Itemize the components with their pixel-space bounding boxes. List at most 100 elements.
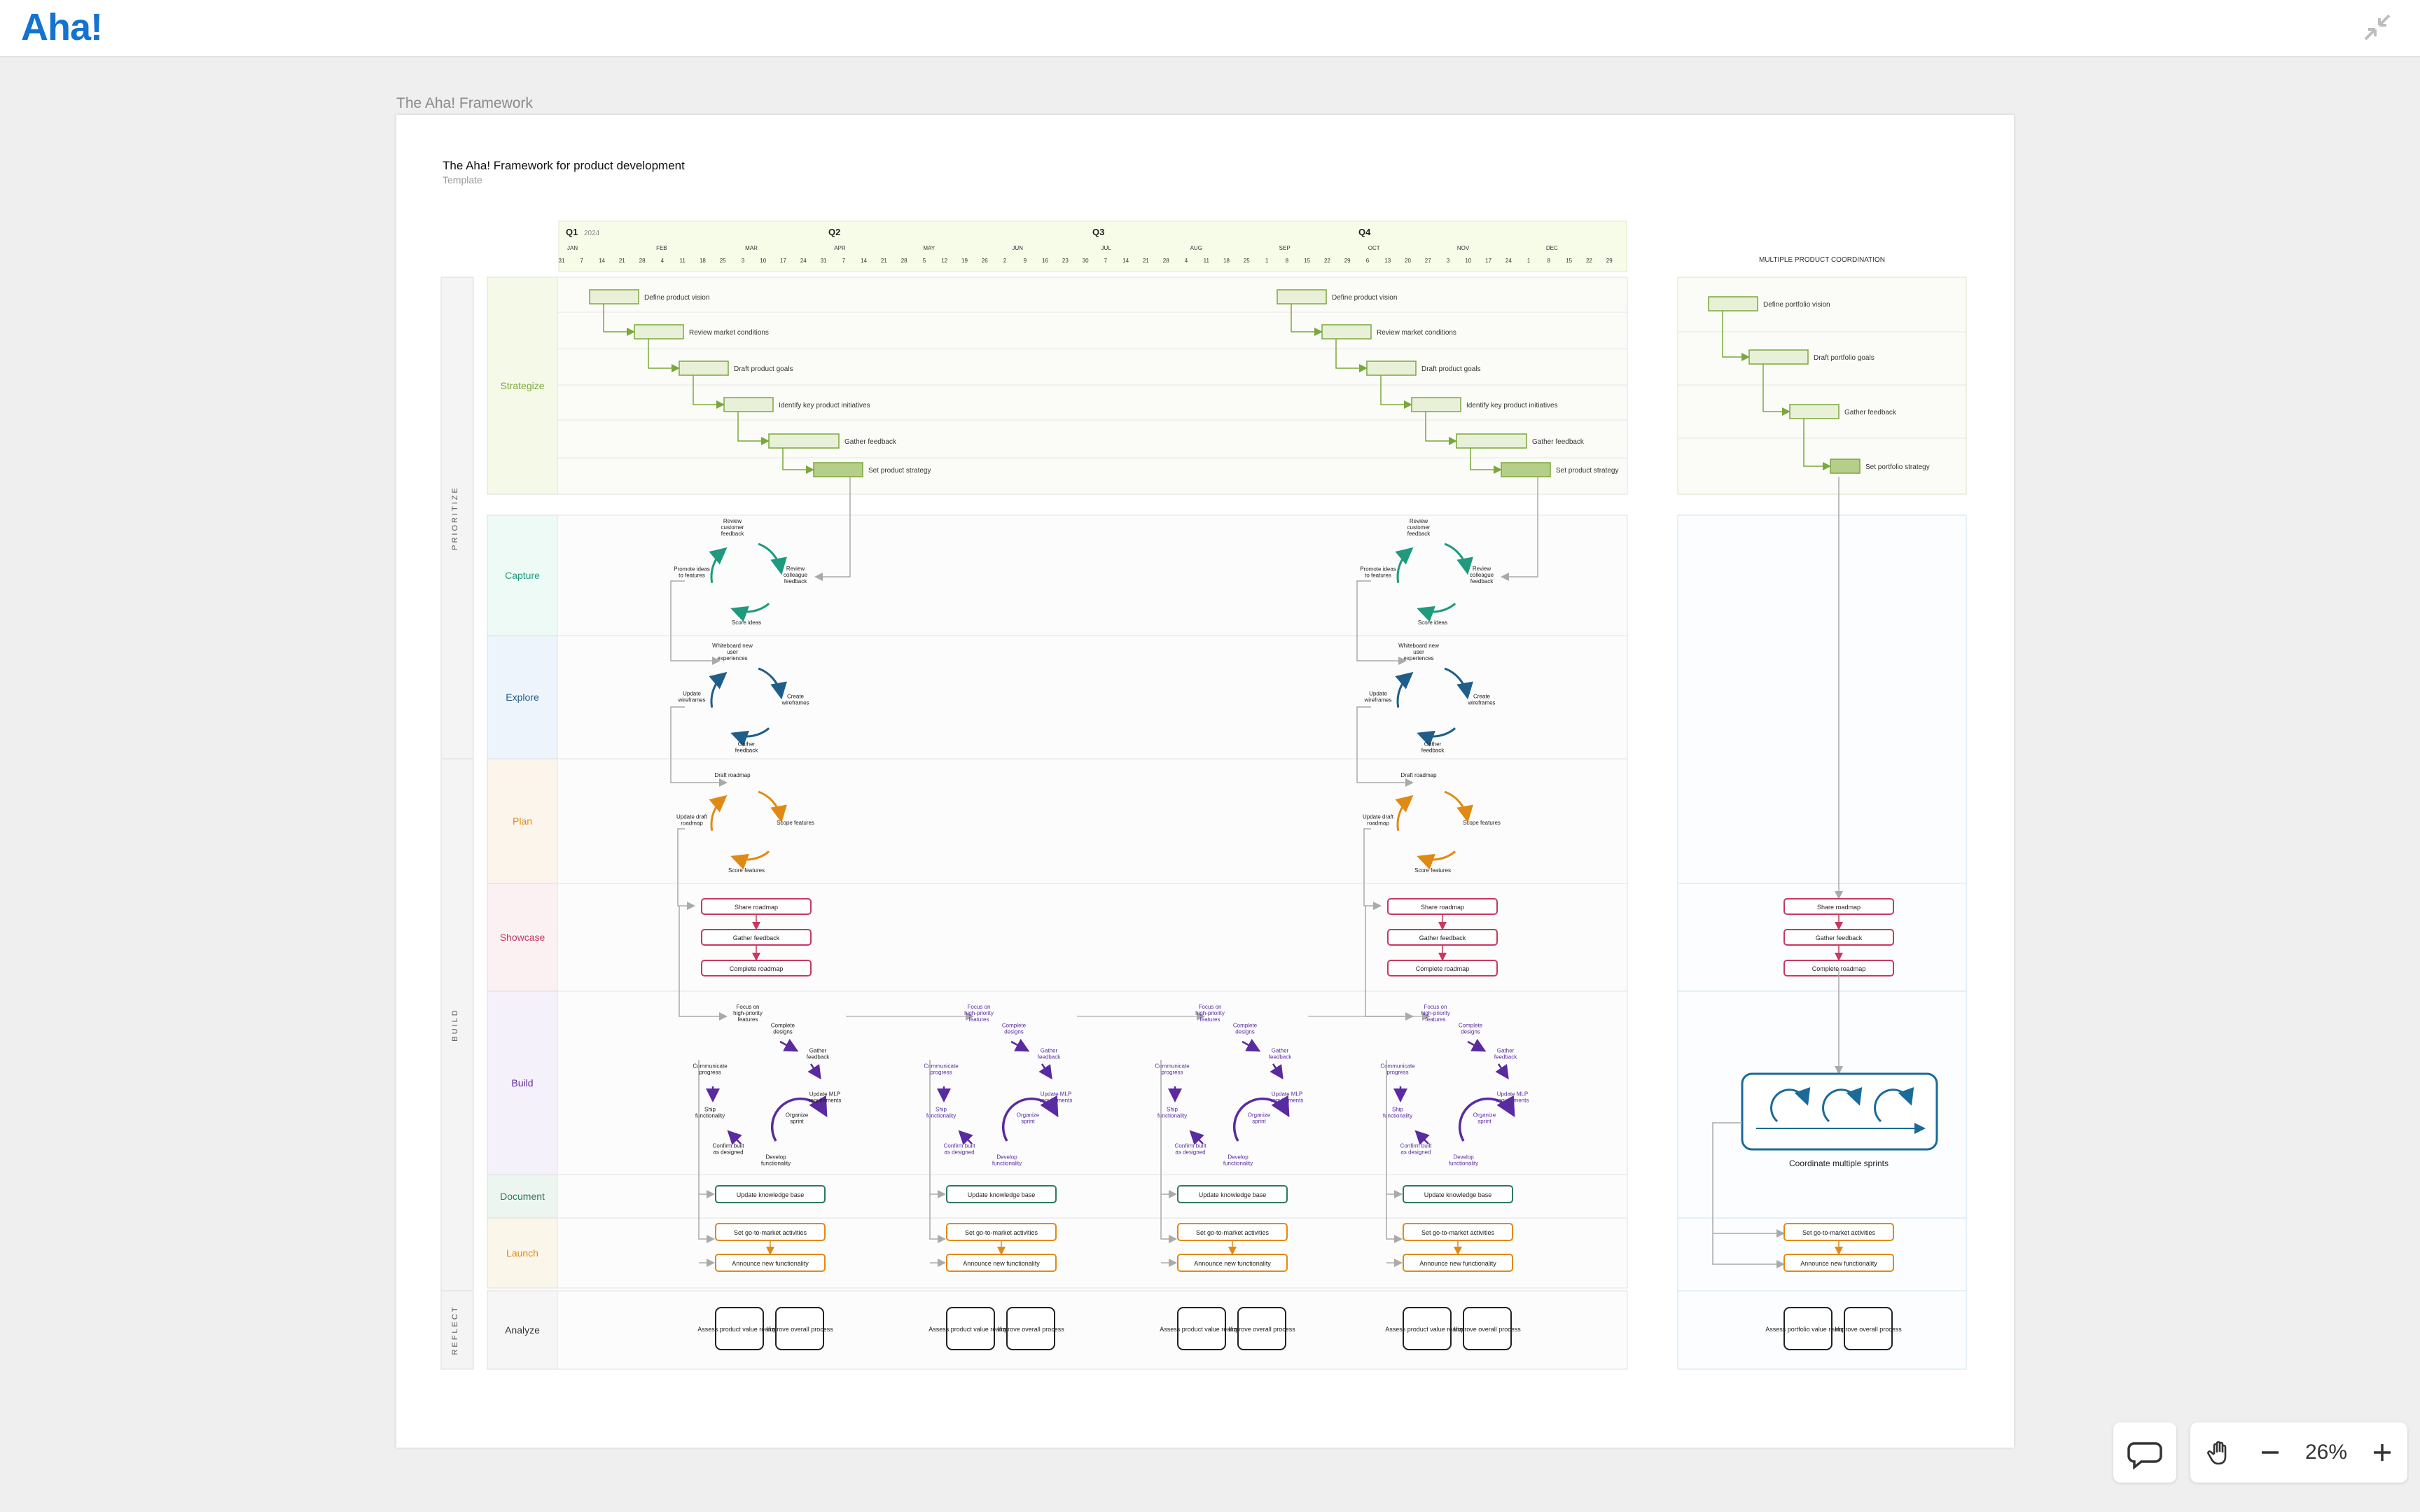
analyze-step-label: Assess product value realized (1385, 1326, 1469, 1333)
month-label: NOV (1457, 245, 1470, 251)
gantt-bar[interactable] (768, 433, 840, 449)
coordinate-sprints-box[interactable] (1741, 1072, 1938, 1151)
row-label: Plan (513, 816, 532, 827)
week-label: 21 (1143, 258, 1149, 264)
document-step[interactable] (1403, 1185, 1513, 1203)
analyze-step[interactable] (1006, 1307, 1055, 1350)
sprint-loop (1232, 1095, 1290, 1142)
document-step[interactable] (946, 1185, 1057, 1203)
multi-analyze-step[interactable] (1783, 1307, 1833, 1350)
build-arrow (1189, 1130, 1204, 1145)
multi-gantt-bar[interactable] (1789, 404, 1840, 419)
row-lane (557, 514, 1628, 636)
week-label: 8 (1286, 258, 1289, 264)
framework-canvas[interactable]: The Aha! Framework for product developme… (396, 115, 2014, 1448)
flow-connector (677, 828, 695, 910)
quarter-label: Q4 (1358, 227, 1371, 237)
month-label: JUL (1101, 245, 1112, 251)
flow-connector (1386, 1060, 1403, 1243)
multi-showcase-step-label: Gather feedback (1816, 934, 1863, 941)
analyze-step[interactable] (1463, 1307, 1512, 1350)
comment-button[interactable] (2113, 1422, 2176, 1483)
document-step[interactable] (1177, 1185, 1288, 1203)
multi-showcase-step-label: Share roadmap (1817, 904, 1861, 911)
capture-cycle-arrow (1444, 542, 1473, 575)
multi-sprint-loop (1874, 1086, 1914, 1123)
showcase-step[interactable] (701, 960, 812, 976)
flow-connector (670, 580, 721, 665)
gantt-bar[interactable] (1277, 289, 1327, 304)
zoom-in-button[interactable] (2361, 1422, 2403, 1483)
gantt-bar[interactable] (1456, 433, 1527, 449)
build-arrow (1467, 1039, 1487, 1052)
month-label: JUN (1012, 245, 1023, 251)
year-label: 2024 (584, 230, 600, 237)
month-label: MAY (923, 245, 935, 251)
week-label: 25 (1244, 258, 1250, 264)
analyze-step[interactable] (1237, 1307, 1286, 1350)
document-step[interactable] (715, 1185, 826, 1203)
plan-cycle-arrow (730, 850, 770, 870)
week-label: 1 (1265, 258, 1269, 264)
explore-cycle-arrow (1444, 667, 1473, 700)
analyze-step[interactable] (1403, 1307, 1452, 1350)
week-label: 14 (861, 258, 867, 264)
gantt-bar[interactable] (679, 360, 729, 376)
build-arrow (1270, 1063, 1284, 1080)
multi-strategize-label: Set portfolio strategy (1865, 463, 1930, 471)
multi-gantt-bar[interactable] (1748, 349, 1809, 365)
multi-strategize-label: Draft portfolio goals (1814, 354, 1875, 362)
multi-analyze-step[interactable] (1844, 1307, 1893, 1350)
zoom-out-button[interactable] (2249, 1422, 2291, 1483)
build-arrow (1414, 1130, 1430, 1145)
row-label: Showcase (500, 932, 545, 943)
quarter-label: Q1 (566, 227, 578, 237)
gantt-bar[interactable] (589, 289, 639, 304)
strategize-step-q4-label: Identify key product initiatives (1466, 402, 1558, 410)
aha-logo[interactable]: Aha! (21, 6, 103, 48)
multi-gantt-bar[interactable] (1830, 458, 1861, 474)
analyze-step-label: Assess product value realized (697, 1326, 781, 1333)
plan-cycle-label: Draft roadmap (1400, 772, 1437, 778)
analyze-step[interactable] (775, 1307, 824, 1350)
flow-connector (1363, 828, 1382, 910)
gantt-bar[interactable] (1321, 324, 1372, 340)
plan-cycle-label: Score features (1414, 867, 1451, 874)
gantt-bar[interactable] (723, 397, 774, 412)
week-label: 28 (639, 258, 646, 264)
week-label: 9 (1024, 258, 1027, 264)
gantt-bar[interactable] (1366, 360, 1417, 376)
week-label: 31 (821, 258, 827, 264)
week-label: 27 (1425, 258, 1431, 264)
week-label: 7 (580, 258, 584, 264)
month-label: AUG (1190, 245, 1202, 251)
row-lane (557, 276, 1628, 495)
flow-connector (698, 1060, 715, 1243)
showcase-step-label: Gather feedback (733, 934, 780, 941)
analyze-step[interactable] (715, 1307, 764, 1350)
week-label: 18 (1223, 258, 1230, 264)
top-bar: Aha! (0, 0, 2420, 57)
pan-button[interactable] (2190, 1422, 2249, 1483)
analyze-step[interactable] (1177, 1307, 1226, 1350)
analyze-step[interactable] (946, 1307, 995, 1350)
row-header-analyze (487, 1290, 558, 1370)
gantt-bar[interactable] (634, 324, 684, 340)
gantt-bar[interactable] (813, 462, 863, 477)
showcase-step[interactable] (1387, 960, 1498, 976)
week-label: 11 (1204, 258, 1210, 264)
collapse-icon[interactable] (2361, 11, 2393, 43)
phase-band (440, 1290, 474, 1370)
week-label: 24 (1505, 258, 1512, 264)
gantt-bar[interactable] (1411, 397, 1461, 412)
multi-gantt-bar[interactable] (1708, 296, 1758, 312)
gantt-bar[interactable] (1501, 462, 1551, 477)
